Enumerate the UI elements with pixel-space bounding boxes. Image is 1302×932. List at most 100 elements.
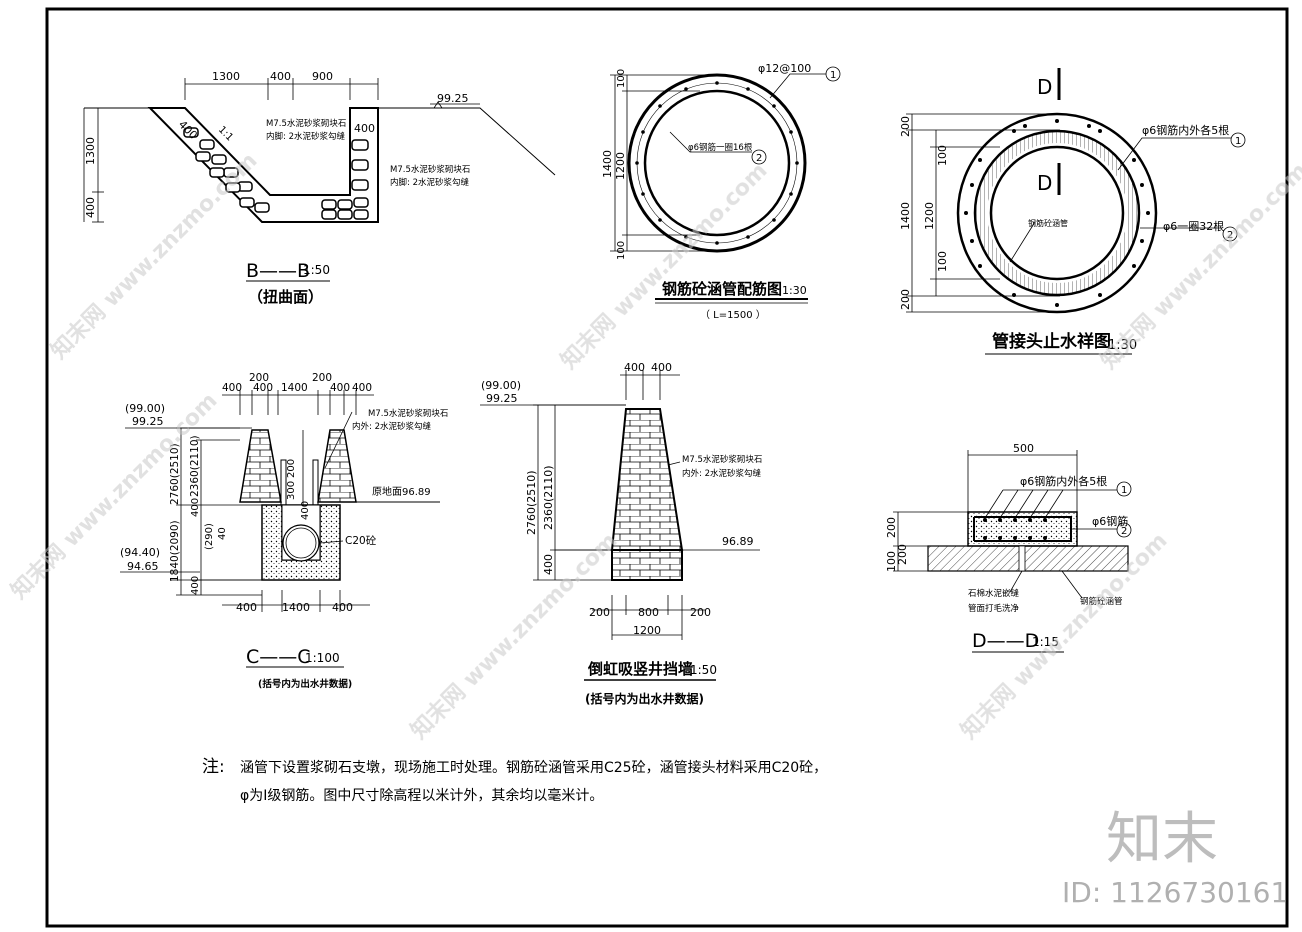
pipe-title: 钢筋砼涵管配筋图 — [662, 280, 782, 298]
cc-dim-200-1: 200 — [249, 372, 269, 384]
joint-dim-100-bottom: 100 — [936, 251, 949, 272]
joint-dim-1200: 1200 — [923, 202, 936, 230]
cc-dim-v-400b: 400 — [190, 576, 201, 595]
dd-dim-200a: 200 — [885, 517, 898, 538]
cc-dim-v-400c: 400 — [300, 501, 311, 520]
wall-dim-v-400: 400 — [542, 554, 555, 575]
wall-dim-total: 1200 — [633, 624, 661, 637]
dd-label-2: φ6钢筋 — [1092, 514, 1128, 528]
section-dd: 500 1 φ6钢筋内外各5根 2 φ6钢筋 — [885, 442, 1132, 653]
section-cc: 原地面96.89 (99.00) 99.25 (94.40) 94.65 400… — [120, 372, 448, 690]
dd-label-asbestos-2: 管面打毛洗净 — [968, 603, 1020, 614]
cc-dim-bot-2: 1400 — [282, 601, 310, 614]
cc-dim-v-400a: 400 — [190, 498, 201, 517]
cc-note-2: 内外: 2水泥砂浆勾缝 — [352, 421, 431, 432]
joint-label-2: φ6一圈32根 — [1163, 219, 1224, 233]
cc-c20: C20砼 — [345, 534, 377, 547]
bb-dim-left-1: 1300 — [84, 137, 97, 165]
wall-scale: 1:50 — [690, 663, 717, 677]
retaining-wall: 96.89 (99.00) 99.25 400 400 2760(2510) 2… — [480, 361, 762, 706]
wall-elev-top: 99.25 — [486, 392, 518, 405]
joint-dim-1400: 1400 — [899, 202, 912, 230]
wall-dim-bot-3: 200 — [690, 606, 711, 619]
wall-dim-v-inner: 2360(2110) — [542, 465, 555, 530]
wall-subtitle: (括号内为出水井数据) — [585, 691, 704, 706]
pipe-dim-bottom: 100 — [616, 241, 627, 260]
cc-dim-v-outer: 2760(2510) — [169, 443, 181, 505]
pipe-label-2: φ6钢筋一圈16根 — [688, 142, 753, 153]
cc-elev-top-paren: (99.00) — [125, 402, 165, 415]
bb-title: B——B — [246, 260, 310, 282]
joint-title: 管接头止水祥图 — [992, 331, 1111, 352]
bb-dim-left-2: 400 — [84, 197, 97, 218]
joint-label-1: φ6钢筋内外各5根 — [1142, 123, 1229, 137]
watermark-logo: 知末 — [1106, 807, 1218, 872]
wall-elev-top-paren: (99.00) — [481, 379, 521, 392]
dd-callout-2: 2 — [1121, 526, 1127, 537]
cc-elev-bot: 94.65 — [127, 560, 159, 573]
cc-elev-bot-paren: (94.40) — [120, 546, 160, 559]
wall-dim-bot-2: 800 — [638, 606, 659, 619]
general-notes: 注: 涵管下设置浆砌石支墩，现场施工时处理。钢筋砼涵管采用C25砼，涵管接头材料… — [202, 757, 827, 804]
joint-dim-200-top: 200 — [899, 116, 912, 137]
pipe-scale: 1:30 — [782, 284, 807, 297]
bb-dim-top-2: 400 — [270, 70, 291, 83]
cc-dim-bot-3: 400 — [332, 601, 353, 614]
cc-dim-v-300: 300 — [286, 481, 297, 500]
pipe-rebar: 1 φ12@100 2 φ6钢筋一圈16根 1400 1200 100 100 … — [601, 62, 841, 321]
wall-dim-top-2: 400 — [651, 361, 672, 374]
joint-dim-200-bottom: 200 — [899, 289, 912, 310]
cc-dim-v-inner: 2360(2110) — [189, 435, 201, 497]
watermark-id: ID: 1126730161 — [1062, 876, 1288, 909]
dd-title: D——D — [972, 630, 1039, 652]
watermark-stamp-1: 知末网 www.znzmo.com — [46, 148, 263, 365]
joint-dim-100-top: 100 — [936, 145, 949, 166]
notes-line1: 涵管下设置浆砌石支墩，现场施工时处理。钢筋砼涵管采用C25砼，涵管接头材料采用C… — [240, 759, 827, 776]
sheet-border — [45, 7, 1289, 928]
cc-dim-top-2: 400 — [253, 382, 273, 394]
cc-note-1: M7.5水泥砂浆砌块石 — [368, 408, 448, 419]
wall-note-2: 内外: 2水泥砂浆勾缝 — [682, 468, 761, 479]
cc-dim-v-290: (290) — [204, 523, 215, 550]
cc-dim-top-4: 400 — [330, 382, 350, 394]
joint-callout-2: 2 — [1227, 230, 1233, 241]
notes-prefix: 注: — [202, 757, 225, 777]
watermark-stamp-5: 知末网 www.znzmo.com — [406, 528, 623, 745]
cc-scale: 1:100 — [305, 651, 340, 665]
pipe-dim-top: 100 — [616, 69, 627, 88]
bb-slope-ratio: 1:1 — [216, 124, 235, 143]
joint-mark-top: D — [1037, 75, 1052, 99]
dd-dim-top: 500 — [1013, 442, 1034, 455]
cc-dim-top-1: 400 — [222, 382, 242, 394]
bb-note-2b: 内脚: 2水泥砂浆勾缝 — [390, 177, 469, 188]
cc-dim-bot-1: 400 — [236, 601, 257, 614]
dd-label-1: φ6钢筋内外各5根 — [1020, 474, 1107, 488]
cc-dim-top-5: 400 — [352, 382, 372, 394]
pipe-subtitle: （ L=1500 ） — [700, 309, 766, 321]
dd-scale: 1:15 — [1032, 635, 1059, 649]
dd-label-asbestos-1: 石棉水泥嵌缝 — [968, 588, 1020, 599]
section-bb: 99.25 1300 400 900 1300 400 400 400 1:1 … — [83, 70, 556, 306]
dd-label-pipe: 钢筋砼涵管 — [1080, 596, 1123, 607]
cc-subtitle: (括号内为出水井数据) — [258, 678, 352, 690]
wall-note-1: M7.5水泥砂浆砌块石 — [682, 454, 762, 465]
dd-dim-200b: 200 — [896, 544, 909, 565]
dd-callout-1: 1 — [1121, 485, 1127, 496]
wall-elev-ground: 96.89 — [722, 535, 754, 548]
cc-dim-v-200: 200 — [286, 459, 297, 478]
dd-dim-100: 100 — [885, 551, 898, 572]
wall-dim-bot-1: 200 — [589, 606, 610, 619]
bb-note-2a: M7.5水泥砂浆砌块石 — [390, 164, 470, 175]
cc-dim-v-40: 40 — [217, 527, 228, 540]
wall-dim-top-1: 400 — [624, 361, 645, 374]
cc-title: C——C — [246, 646, 311, 668]
joint-scale: 1:30 — [1108, 338, 1137, 353]
cc-elev-top: 99.25 — [132, 415, 164, 428]
pipe-callout-1: 1 — [830, 70, 836, 81]
pipe-callout-2: 2 — [756, 153, 762, 164]
joint-callout-1: 1 — [1235, 136, 1241, 147]
cc-dim-v-lower: 1840(2090) — [169, 520, 181, 582]
pipe-label-1: φ12@100 — [758, 62, 811, 75]
bb-dim-top-3: 900 — [312, 70, 333, 83]
